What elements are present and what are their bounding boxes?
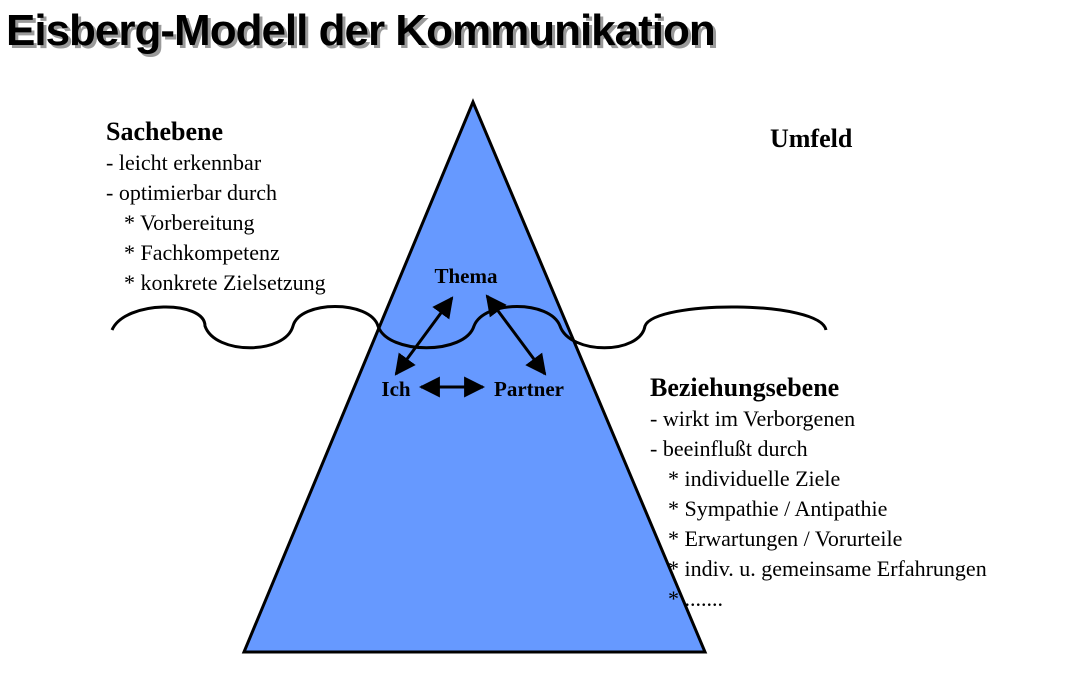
- page-title: Eisberg-Modell der Kommunikation: [6, 6, 716, 55]
- beziehungsebene-sub-item: * individuelle Ziele: [668, 466, 841, 491]
- node-thema: Thema: [435, 264, 499, 288]
- sachebene-heading: Sachebene: [106, 117, 223, 146]
- node-ich: Ich: [381, 377, 410, 401]
- sachebene-sub-item: * Fachkompetenz: [124, 240, 280, 265]
- beziehungsebene-sub-item: * Sympathie / Antipathie: [668, 496, 888, 521]
- arrow-thema-partner: [485, 294, 547, 376]
- sachebene-line: - optimierbar durch: [106, 180, 278, 205]
- sachebene-sub-item: * Vorbereitung: [124, 210, 255, 235]
- arrow-thema-ich: [394, 296, 454, 376]
- node-partner: Partner: [494, 377, 564, 401]
- beziehungsebene-line: - wirkt im Verborgenen: [650, 406, 856, 431]
- beziehungsebene-line: - beeinflußt durch: [650, 436, 808, 461]
- beziehungsebene-sub-item: * indiv. u. gemeinsame Erfahrungen: [668, 556, 987, 581]
- beziehungsebene-block: Beziehungsebene - wirkt im Verborgenen -…: [650, 372, 987, 614]
- beziehungsebene-sub-item: * .......: [668, 586, 723, 611]
- beziehungsebene-heading: Beziehungsebene: [650, 373, 840, 402]
- sachebene-block: Sachebene - leicht erkennbar - optimierb…: [106, 116, 326, 298]
- umfeld-label: Umfeld: [770, 124, 853, 153]
- beziehungsebene-sub-item: * Erwartungen / Vorurteile: [668, 526, 903, 551]
- sachebene-sub-item: * konkrete Zielsetzung: [124, 270, 326, 295]
- sachebene-line: - leicht erkennbar: [106, 150, 262, 175]
